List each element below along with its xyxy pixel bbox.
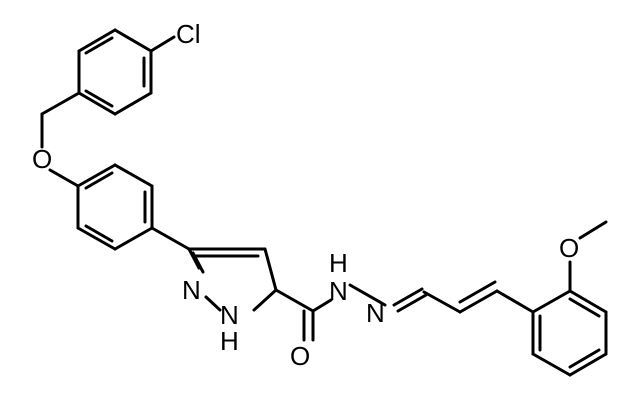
chlorine-label: Cl bbox=[176, 19, 201, 49]
pyrazole-ring bbox=[187, 247, 278, 312]
methoxy-ch3-bond bbox=[578, 220, 608, 240]
ether-oxygen-label: O bbox=[32, 144, 52, 174]
vinyl-double-bond-b bbox=[458, 280, 497, 304]
pyrazole-carbonyl-bond bbox=[274, 288, 315, 313]
imine-n-label: N bbox=[366, 298, 385, 328]
c-cl-bond bbox=[149, 35, 176, 53]
hydrazide-nh-h-label: H bbox=[329, 248, 348, 278]
nh-n-bond bbox=[348, 283, 387, 307]
hydrazide-nh-n-label: N bbox=[329, 276, 348, 306]
vinyl-double-bond-a bbox=[458, 289, 499, 314]
pyrazole-nh-n-label: N bbox=[220, 300, 239, 330]
vinyl-aryl-bond bbox=[495, 289, 535, 314]
pyrazole-nh-h-label: H bbox=[220, 326, 239, 356]
methoxyphenyl-ring bbox=[531, 289, 608, 377]
carbonyl-nh-bond bbox=[311, 298, 333, 313]
imine-double-bond-b bbox=[396, 293, 428, 313]
pyrazole-n-label: N bbox=[182, 275, 201, 305]
aryl-pyrazole-bond bbox=[150, 226, 191, 251]
carbonyl-oxygen-label: O bbox=[290, 341, 310, 371]
methoxy-oxygen-label: O bbox=[559, 233, 579, 263]
chlorophenyl-ring bbox=[77, 28, 153, 116]
phenylene-ring bbox=[76, 163, 154, 251]
imine-double-bond-a bbox=[392, 287, 424, 307]
vinyl-single-bond-1 bbox=[422, 290, 462, 314]
ch2-bond bbox=[40, 91, 81, 116]
o-aryl-bond bbox=[48, 168, 80, 188]
